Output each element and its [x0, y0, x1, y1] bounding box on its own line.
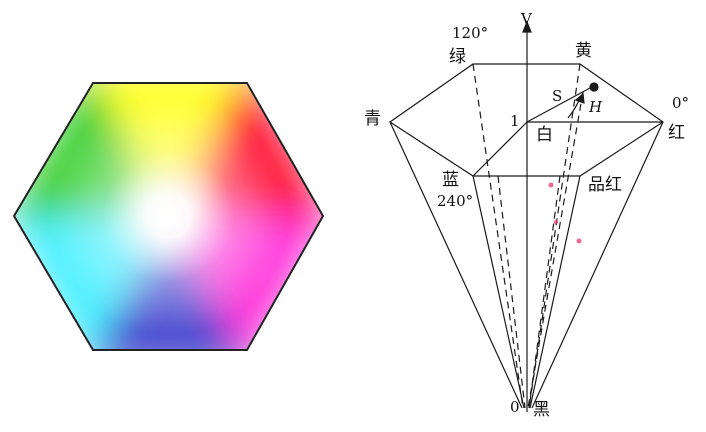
- label-green: 绿: [449, 47, 466, 67]
- edge-blue: [472, 175, 525, 409]
- hexagon-outline: [12, 82, 325, 351]
- white-center-glow: [14, 83, 323, 350]
- stain-2: [553, 219, 559, 225]
- value-top: 1: [510, 112, 520, 130]
- edge-green: [472, 63, 524, 409]
- color-hexagon: [12, 82, 325, 351]
- edge-cyan: [389, 121, 523, 409]
- hexcone: [388, 20, 665, 412]
- center-to-blue: [472, 121, 528, 177]
- label-magenta: 品红: [588, 175, 622, 195]
- label-cyan: 青: [364, 109, 381, 129]
- edge-white-point: [527, 91, 584, 409]
- edge-yellow: [528, 63, 581, 409]
- angle-blue: 240°: [437, 192, 473, 210]
- angle-green: 120°: [452, 24, 488, 42]
- stain-1: [548, 182, 554, 188]
- edge-inner-1: [497, 175, 526, 409]
- s-vector: [526, 87, 591, 123]
- label-yellow: 黄: [575, 41, 592, 61]
- label-h: H: [588, 98, 603, 116]
- cone-labels: V 120° 绿 黄 青 0° 红 1 白 S H 蓝 240° 品红 0 黑: [364, 10, 689, 420]
- stain-3: [576, 238, 582, 244]
- edge-red: [531, 121, 664, 409]
- value-bottom: 0: [510, 398, 520, 416]
- label-white: 白: [536, 125, 553, 145]
- color-point: [589, 82, 599, 92]
- axis-label-v: V: [520, 10, 533, 28]
- edge-inner-2: [528, 175, 561, 409]
- v-axis-arrow: [522, 20, 532, 33]
- edge-magenta: [529, 175, 581, 409]
- label-blue: 蓝: [442, 170, 459, 190]
- label-red: 红: [668, 123, 685, 143]
- angle-red: 0°: [672, 94, 689, 112]
- h-arc-arrow: [574, 92, 585, 104]
- label-s: S: [552, 87, 562, 105]
- label-black: 黑: [533, 400, 550, 420]
